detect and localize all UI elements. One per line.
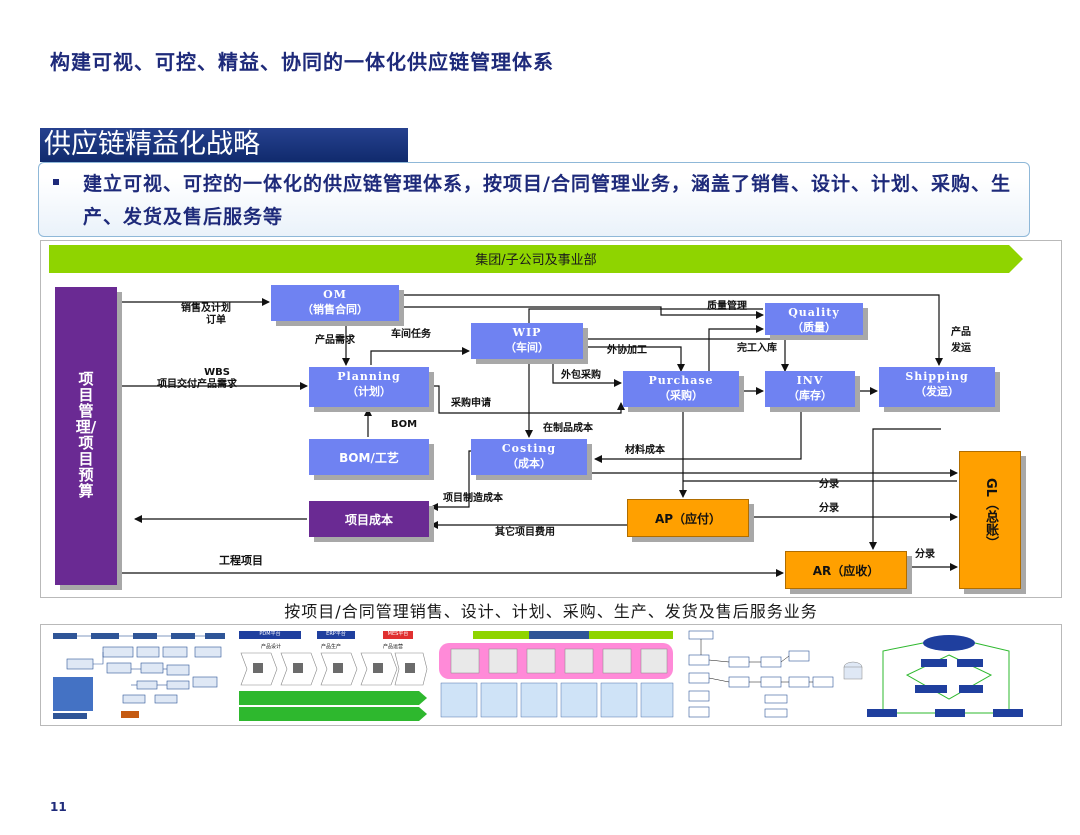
page-title: 构建可视、可控、精益、协同的一体化供应链管理体系 (50, 50, 554, 74)
page-number: 11 (50, 800, 67, 814)
label-sales-plan: 销售及计划 订单 (181, 303, 231, 326)
thumbnail-flowchart (685, 629, 837, 721)
label-completion-stock: 完工入库 (737, 343, 777, 354)
node-gl: GL（总账） (959, 451, 1021, 589)
label-wip-cost: 在制品成本 (543, 423, 593, 434)
thumb-sub3: 产品运营 (383, 644, 404, 650)
node-planning: Planning （计划） (309, 367, 429, 407)
label-wbs: WBS 项目交付产品需求 (157, 367, 237, 390)
node-inv: INV （库存） (765, 371, 855, 407)
label-product-demand: 产品需求 (315, 335, 355, 346)
label-journal-1: 分录 (819, 479, 839, 490)
project-management-bar: 项目管理/项目预算 (55, 287, 117, 585)
thumb-sub2: 产品生产 (321, 644, 342, 650)
node-om: OM （销售合同） (271, 285, 399, 321)
bullet-square-icon (53, 179, 59, 185)
footer-label: 按项目/合同管理销售、设计、计划、采购、生产、发货及售后服务业务 (284, 602, 818, 621)
node-quality: Quality （质量） (765, 303, 863, 335)
project-management-label: 项目管理/项目预算 (75, 370, 97, 500)
node-project-cost: 项目成本 (309, 501, 429, 537)
label-journal-2: 分录 (819, 503, 839, 514)
node-ar: AR（应收） (785, 551, 907, 589)
thumbnail-platforms: PDM平台 ERP平台 MES平台 产品设计 产品生产 产品运营 (237, 629, 429, 721)
label-bom: BOM (391, 419, 418, 430)
node-wip: WIP （车间） (471, 323, 583, 359)
node-ap: AP（应付） (627, 499, 749, 537)
label-outsource-processing: 外协加工 (607, 345, 647, 356)
label-other-project-cost: 其它项目费用 (495, 527, 555, 538)
thumb-mes-label: MES平台 (383, 631, 413, 639)
thumbnail-process-flow (47, 629, 227, 721)
group-bar-arrow (49, 245, 1023, 273)
thumb-erp-label: ERP平台 (317, 631, 355, 639)
diagram-connectors (49, 245, 1023, 577)
thumbnail-cycle (841, 629, 1057, 721)
node-purchase: Purchase （采购） (623, 371, 739, 407)
thumbnail-strip: PDM平台 ERP平台 MES平台 产品设计 产品生产 产品运营 (40, 624, 1062, 726)
label-quality-mgmt: 质量管理 (707, 301, 747, 312)
label-purchase-request: 采购申请 (451, 398, 491, 409)
thumb-pdm-label: PDM平台 (239, 631, 301, 639)
bullet-text: 建立可视、可控的一体化的供应链管理体系，按项目/合同管理业务，涵盖了销售、设计、… (83, 173, 1011, 228)
label-material-cost: 材料成本 (625, 445, 665, 456)
thumbnail-timeline (437, 629, 677, 721)
node-shipping: Shipping （发运） (879, 367, 995, 407)
group-bar-label: 集团/子公司及事业部 (475, 253, 597, 268)
thumb-sub1: 产品设计 (261, 644, 282, 650)
supply-chain-diagram: 集团/子公司及事业部 项目管理/项目预算 OM （销售合同） WIP （车间） … (40, 240, 1062, 598)
bullet-box: 建立可视、可控的一体化的供应链管理体系，按项目/合同管理业务，涵盖了销售、设计、… (38, 162, 1030, 237)
label-outsource-purchase: 外包采购 (561, 370, 601, 381)
group-bar: 集团/子公司及事业部 (49, 245, 1023, 273)
label-journal-3: 分录 (915, 549, 935, 560)
label-workshop-task: 车间任务 (391, 329, 431, 340)
label-engineering-project: 工程项目 (219, 554, 263, 567)
label-product-ship: 产品 发运 (951, 327, 971, 354)
label-project-mfg-cost: 项目制造成本 (443, 493, 503, 504)
strategy-title: 供应链精益化战略 (40, 128, 408, 162)
node-costing: Costing （成本） (471, 439, 587, 475)
node-bom: BOM/工艺 (309, 439, 429, 475)
